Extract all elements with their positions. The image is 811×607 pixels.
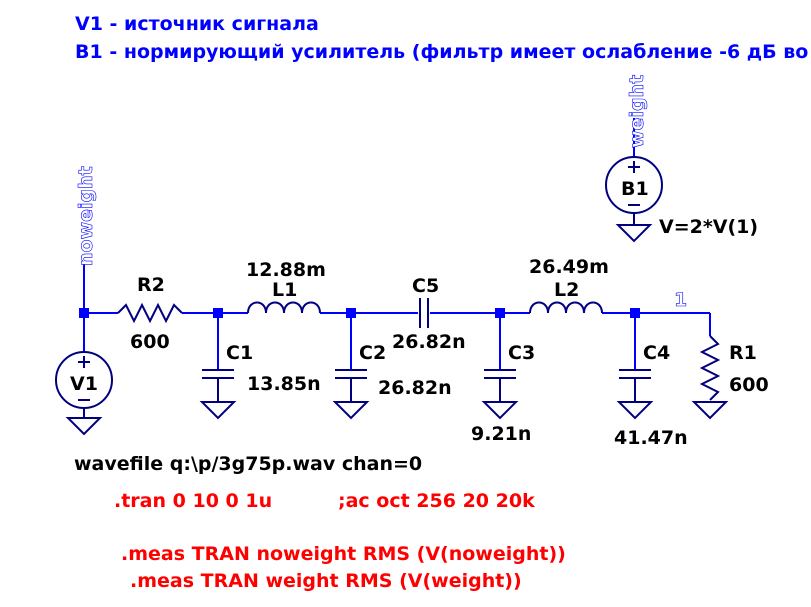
junctions [79,308,640,318]
directive-tran[interactable]: .tran 0 10 0 1u [114,490,272,512]
r1-name: R1 [729,342,757,364]
resistor-r2-symbol [117,302,183,324]
netlabel-weight: weight [626,75,648,148]
r1-value: 600 [729,374,769,396]
capacitor-c2[interactable] [332,369,370,420]
comment-line-2: B1 - нормирующий усилитель (фильтр имеет… [75,41,808,63]
r2-name: R2 [137,274,165,296]
netlabel-noweight: noweight [75,166,97,266]
resistor-r1-symbol [699,335,721,401]
ground-c3-icon [481,401,519,420]
ground-r1-icon [691,401,729,420]
behavioral-source-b1[interactable] [605,156,663,243]
directive-ac[interactable]: ;ac oct 256 20 20k [338,490,535,512]
c1-name: C1 [226,342,253,364]
l2-name: L2 [554,279,579,301]
v1-value: wavefile q:\p/3g75p.wav chan=0 [74,453,422,475]
r2-value: 600 [130,331,170,353]
c5-value: 26.82n [392,331,466,353]
inductor-l2-symbol [529,301,603,314]
junction-c1 [213,308,223,318]
c3-name: C3 [508,342,535,364]
c2-name: C2 [359,342,386,364]
resistor-r1[interactable] [691,335,729,420]
inductor-l1[interactable]: 12.88m L1 [246,259,326,314]
l1-value: 12.88m [246,259,326,281]
directive-meas-weight[interactable]: .meas TRAN weight RMS (V(weight)) [130,570,522,592]
resistor-r2[interactable]: R2 600 [117,274,183,353]
comment-line-1: V1 - источник сигнала [75,13,319,35]
c4-value: 41.47n [614,427,688,449]
junction-c4 [630,308,640,318]
c1-value: 13.85n [247,373,321,395]
c3-value: 9.21n [471,423,531,445]
ground-c1-icon [199,401,237,420]
capacitor-c5[interactable] [419,298,429,328]
junction-c3 [495,308,505,318]
c2-value: 26.82n [378,377,452,399]
inductor-l1-symbol [247,301,321,314]
voltage-source-v1[interactable] [55,351,113,436]
inductor-l2[interactable]: 26.49m L2 [529,256,609,314]
junction-c2 [346,308,356,318]
c4-name: C4 [643,342,670,364]
v1-name: V1 [70,373,98,395]
directive-meas-noweight[interactable]: .meas TRAN noweight RMS (V(noweight)) [121,543,566,565]
capacitor-c1[interactable] [199,369,237,420]
netlabel-node1: 1 [674,289,687,311]
l2-value: 26.49m [529,256,609,278]
l1-name: L1 [272,279,297,301]
ground-c4-icon [616,401,654,420]
capacitor-c3[interactable] [481,369,519,420]
b1-value: V=2*V(1) [659,216,758,238]
capacitor-c4[interactable] [616,369,654,420]
wires [83,118,711,370]
ground-c2-icon [332,401,370,420]
c5-name: C5 [412,275,439,297]
junction-noweight [79,308,89,318]
ground-v1-icon [65,417,103,436]
ground-b1-icon [615,224,653,243]
b1-name: B1 [621,178,649,200]
